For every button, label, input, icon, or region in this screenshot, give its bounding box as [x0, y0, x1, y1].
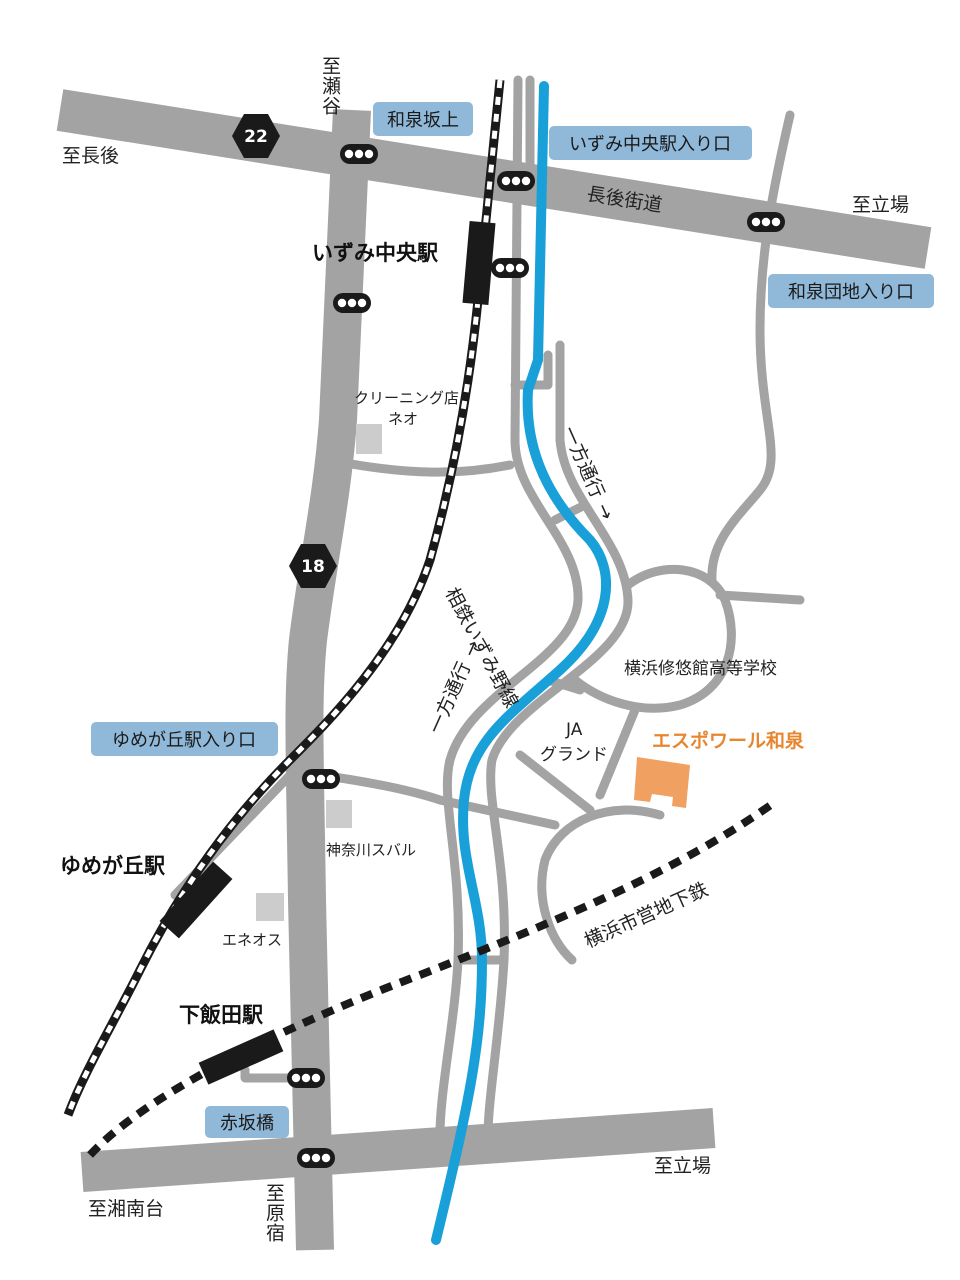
roundabout-lower [537, 805, 665, 965]
station-name-yumegaoka: ゆめが丘駅 [60, 854, 166, 878]
building-kanagawa-subaru [326, 800, 352, 828]
signal-icon [297, 1148, 335, 1168]
signal-icon [287, 1068, 325, 1088]
road-akasakabashi [80, 1108, 716, 1192]
road-ja-2 [595, 705, 640, 800]
label-cleaning: クリーニング店 [354, 389, 459, 407]
label-school: 横浜修悠館高等学校 [624, 659, 777, 679]
svg-text:いずみ中央駅入り口: いずみ中央駅入り口 [569, 134, 731, 155]
building-eneos [256, 893, 284, 921]
canal-bank-west [435, 75, 583, 1140]
direction-to-nagago: 至長後 [62, 145, 119, 167]
direction-to-tachiba-bottom: 至立場 [654, 1155, 711, 1177]
direction-to-seya: 至瀬谷 [319, 56, 341, 116]
rail-name-subway: 横浜市営地下鉄 [581, 878, 711, 952]
label-izumi-danchi-entrance: 和泉団地入り口 [768, 274, 934, 308]
roundabout-upper [570, 564, 736, 713]
building-cleaning-neo [356, 424, 382, 454]
signal-icon [333, 293, 371, 313]
station-marker-shimoiida [198, 1029, 284, 1085]
destination-name: エスポワール和泉 [652, 729, 805, 752]
label-yumegaoka-entrance: ゆめが丘駅入り口 [91, 722, 278, 756]
subway-line [87, 798, 778, 1158]
signal-icon [497, 171, 535, 191]
label-ja-2: グランド [540, 745, 608, 765]
route-badge-18: 18 [289, 544, 337, 588]
signal-icon [302, 769, 340, 789]
canal-bank-east [483, 340, 633, 1140]
signal-icon [340, 144, 378, 164]
label-akasakabashi: 赤坂橋 [205, 1106, 289, 1138]
road-cleaning-branch [335, 457, 515, 477]
road-east-spur [715, 590, 805, 605]
river [431, 81, 612, 1245]
label-ja-1: JA [565, 720, 583, 740]
road-route-18 [285, 109, 371, 1251]
station-marker-yumegaoka [159, 861, 233, 939]
station-name-izumi-chuo: いずみ中央駅 [312, 241, 439, 265]
svg-text:18: 18 [301, 557, 325, 577]
label-neo: ネオ [388, 410, 418, 428]
direction-to-tachiba-top: 至立場 [852, 194, 909, 216]
svg-text:赤坂橋: 赤坂橋 [220, 1113, 274, 1134]
svg-text:和泉坂上: 和泉坂上 [387, 110, 459, 131]
label-kanagawa-subaru: 神奈川スバル [326, 841, 416, 859]
signal-icon [491, 258, 529, 278]
road-shimoiida-access [240, 1065, 305, 1083]
signal-icon [747, 212, 785, 232]
svg-text:ゆめが丘駅入り口: ゆめが丘駅入り口 [112, 730, 256, 751]
station-marker-izumi-chuo [462, 221, 496, 305]
direction-to-harajuku: 至原宿 [263, 1183, 285, 1243]
traffic-signals [287, 144, 785, 1168]
label-eneos: エネオス [222, 931, 282, 949]
label-izumi-chuo-entrance: いずみ中央駅入り口 [549, 126, 752, 160]
road-ja [515, 750, 595, 815]
road-east-side [707, 110, 795, 585]
station-name-shimoiida: 下飯田駅 [179, 1003, 264, 1027]
direction-to-shonandai: 至湘南台 [88, 1198, 164, 1220]
route-badge-22: 22 [232, 114, 280, 158]
svg-text:22: 22 [244, 127, 268, 147]
svg-text:和泉団地入り口: 和泉団地入り口 [788, 282, 914, 303]
sotetsu-line [63, 79, 505, 1117]
building-esperwar-izumi [634, 757, 690, 808]
road-subaru [315, 770, 560, 830]
label-izumi-sakaue: 和泉坂上 [373, 102, 473, 136]
